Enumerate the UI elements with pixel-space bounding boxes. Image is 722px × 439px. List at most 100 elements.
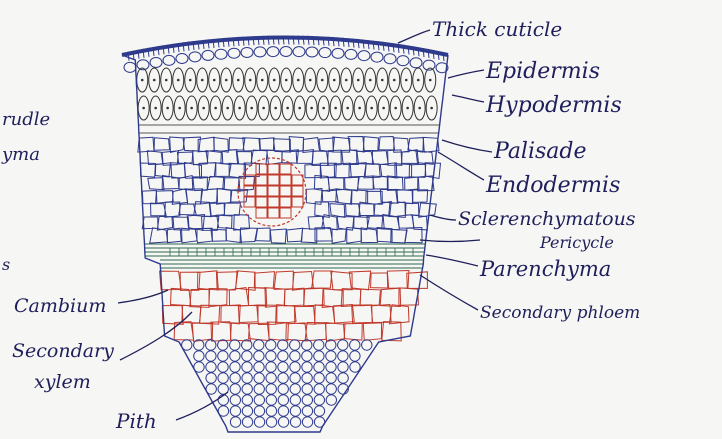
hypodermis-nucleus (250, 107, 253, 110)
pith-cell (338, 362, 348, 372)
pith-cell (218, 362, 228, 372)
ground-tissue-cell (405, 177, 419, 190)
label-hypodermis: Hypodermis (485, 93, 622, 118)
pith-cell (362, 340, 372, 350)
hypodermis-nucleus (297, 79, 300, 82)
hypodermis-nucleus (237, 79, 240, 82)
ground-tissue-cell (148, 178, 164, 190)
pith-cell (302, 373, 312, 383)
ground-tissue-cell (224, 203, 240, 215)
pith-cell (290, 340, 300, 350)
pith-cell (290, 373, 300, 383)
pith-cell (266, 384, 276, 394)
ground-tissue-cell (243, 138, 261, 151)
hypodermis-nucleus (201, 79, 204, 82)
ground-tissue-cell (351, 190, 368, 204)
epidermis-cell (241, 47, 253, 57)
hypodermis-nucleus (369, 79, 372, 82)
pith-cell (302, 351, 312, 361)
pith-cell (302, 395, 312, 405)
phloem-cell (171, 288, 191, 305)
pith-cell (230, 340, 240, 350)
phloem-cell (265, 288, 285, 308)
pith-cell (290, 362, 300, 372)
pith-cell (278, 384, 288, 394)
leader-endodermis (438, 152, 484, 180)
pith-cell (350, 340, 360, 350)
hypodermis-nucleus (393, 79, 396, 82)
hypodermis-nucleus (142, 107, 145, 110)
epidermis-cell (202, 50, 214, 60)
pith-cell (206, 362, 216, 372)
ground-tissue-cell (170, 137, 185, 152)
phloem-cell (211, 322, 231, 341)
pith-cell (266, 362, 276, 372)
ground-tissue-cell (345, 177, 360, 191)
hypodermis-nucleus (154, 107, 157, 110)
ground-tissue-cell (413, 190, 428, 203)
pith-cell (254, 351, 264, 361)
label-epidermis: Epidermis (485, 59, 600, 84)
pith-cell (254, 384, 264, 394)
ground-tissue-cell (379, 137, 395, 150)
epidermis-cell (410, 58, 422, 68)
ground-tissue-cell (270, 229, 286, 243)
phloem-cell (230, 323, 250, 341)
pith-cell (326, 340, 336, 350)
pith-cell (230, 417, 240, 427)
phloem-cell (190, 290, 210, 308)
hypodermis-nucleus (345, 79, 348, 82)
pith-cell (242, 395, 252, 405)
red-strand-cell (280, 197, 291, 207)
pith-cell (230, 406, 240, 416)
hypodermis-nucleus (310, 107, 313, 110)
pith-cell (242, 384, 252, 394)
hypodermis-nucleus (177, 79, 180, 82)
red-strand-cell (256, 186, 267, 196)
pith-cell (326, 395, 336, 405)
leader-palisade (442, 140, 492, 152)
pith-cell (278, 417, 288, 427)
red-strand-cell (268, 164, 279, 174)
pith-cell (242, 406, 252, 416)
ground-tissue-cell (259, 138, 274, 150)
label-pericycle: Pericycle (539, 233, 614, 252)
pith-cell (266, 395, 276, 405)
phloem-cell (331, 271, 352, 289)
phloem-cell (343, 323, 362, 340)
ground-tissue-cell (207, 176, 224, 189)
red-strand-cell (268, 208, 279, 218)
red-strand-cell (268, 186, 279, 196)
pith-cell (302, 384, 312, 394)
hypodermis-nucleus (262, 107, 265, 110)
pith-cell (314, 373, 324, 383)
ground-tissue-cell (366, 191, 382, 204)
pith-cell (266, 373, 276, 383)
ground-tissue-cell (273, 139, 290, 152)
hypodermis-nucleus (334, 107, 337, 110)
phloem-cell (325, 323, 345, 342)
red-strand-cell (268, 175, 279, 185)
red-strand-cell (280, 208, 291, 218)
pith-cell (350, 362, 360, 372)
hypodermis-nucleus (285, 79, 288, 82)
epidermis-cell (397, 56, 409, 66)
phloem-cell (387, 271, 409, 289)
hypodermis-nucleus (178, 107, 181, 110)
hypodermis-nucleus (381, 79, 384, 82)
ground-tissue-cell (214, 163, 231, 177)
epidermis-cell (176, 53, 188, 63)
phloem-cell (221, 305, 240, 324)
pith-cell (302, 406, 312, 416)
epidermis-cell (228, 48, 240, 58)
hypodermis-nucleus (225, 79, 228, 82)
phloem-cell (371, 305, 391, 323)
hypodermis-nucleus (153, 79, 156, 82)
pith-cell (278, 340, 288, 350)
pith-cell (206, 373, 216, 383)
phloem-cell (216, 272, 237, 290)
phloem-cell (267, 322, 288, 341)
ground-tissue-cell (330, 204, 345, 218)
ground-tissue-cell (373, 176, 389, 189)
epidermis-cell (280, 47, 292, 57)
